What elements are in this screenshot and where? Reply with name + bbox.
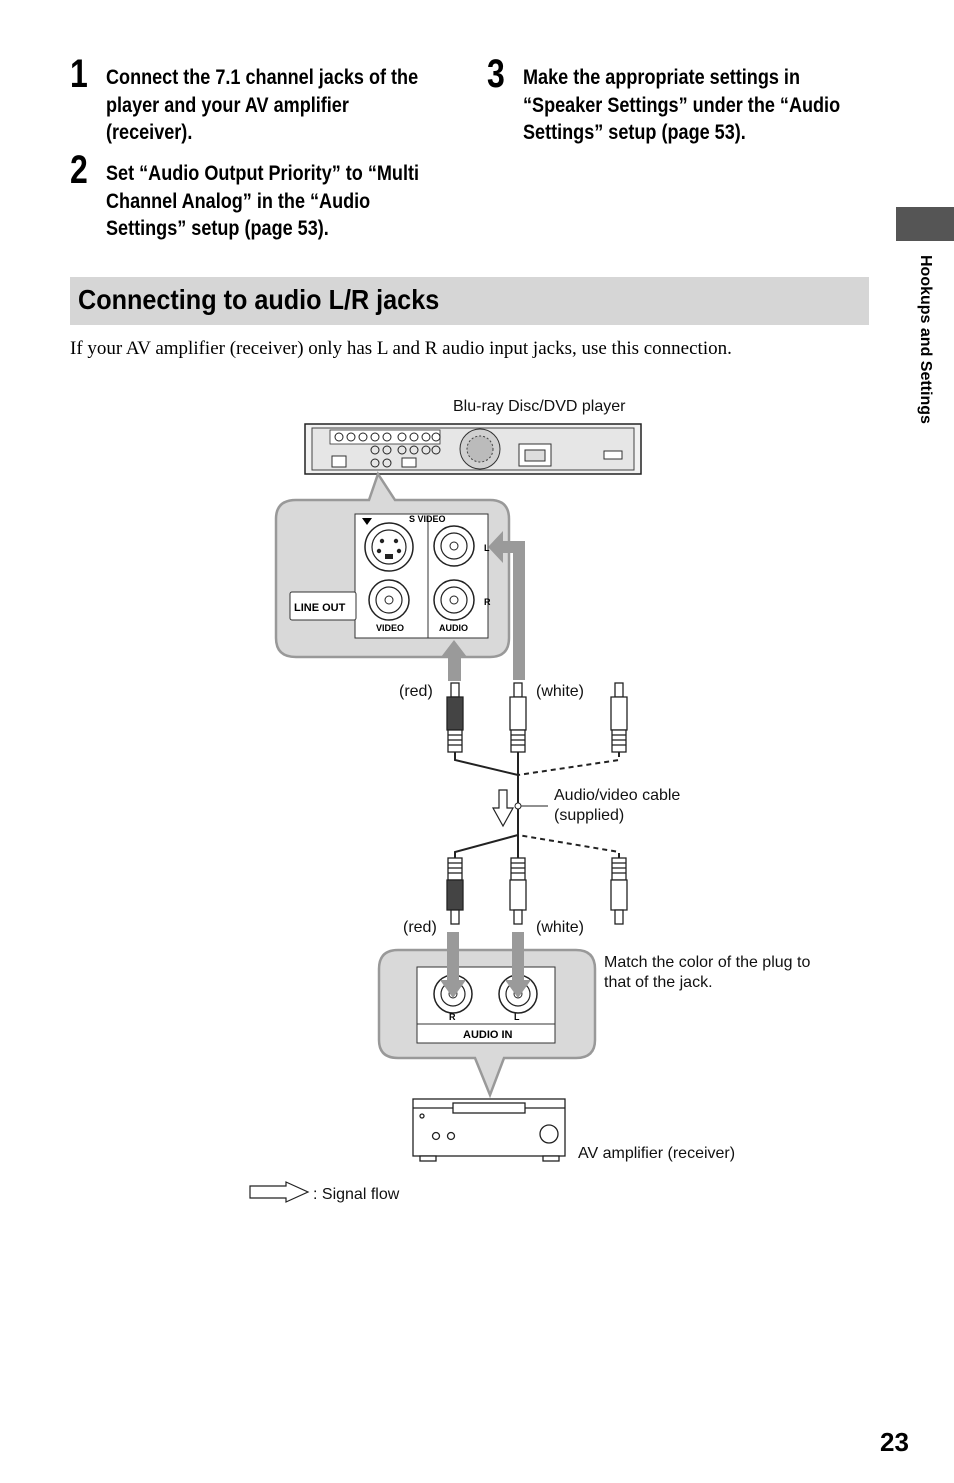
step-number: 2 (70, 148, 88, 192)
step-line: player and your AV amplifier (106, 93, 349, 117)
step-line: Settings” setup (page 53). (106, 217, 329, 240)
match-note-line1: Match the color of the plug to (604, 954, 810, 971)
signal-flow-label: : Signal flow (313, 1186, 400, 1203)
step-text: Set “Audio Output Priority” to “Multi Ch… (106, 160, 433, 243)
step-line: Set “Audio Output Priority” to “Multi (106, 162, 420, 185)
page-number: 23 (880, 1427, 909, 1457)
signal-flow-icon (249, 1181, 310, 1203)
red-label-bottom: (red) (403, 919, 437, 936)
amp-label: AV amplifier (receiver) (578, 1145, 735, 1162)
step-line: Channel Analog” in the “Audio (106, 189, 371, 213)
line-out-label: LINE OUT (294, 602, 346, 614)
step-line: Make the appropriate settings in (523, 66, 800, 89)
jack-r-label: R (484, 597, 491, 607)
step-text: Make the appropriate settings in “Speake… (523, 64, 850, 147)
side-tab-marker (896, 207, 954, 241)
step-line: “Speaker Settings” under the “Audio (523, 93, 841, 117)
video-label: VIDEO (376, 623, 404, 633)
step-line: (receiver). (106, 121, 193, 144)
player-label: Blu-ray Disc/DVD player (453, 398, 626, 415)
av-cable (454, 752, 620, 858)
step-number: 3 (487, 52, 505, 96)
step-line: Connect the 7.1 channel jacks of the (106, 66, 419, 89)
audio-in-label: AUDIO IN (463, 1029, 513, 1041)
player-rear-panel (304, 423, 642, 475)
line-out-callout: LINE OUT S VIDEO VIDEO AUDIO L R (274, 471, 511, 659)
direction-arrow-icon (491, 789, 515, 828)
step-text: Connect the 7.1 channel jacks of the pla… (106, 64, 433, 147)
signal-arrows-amp (440, 932, 531, 998)
step-line: Settings” setup (page 53). (523, 121, 746, 144)
audio-in-l-label: L (514, 1012, 520, 1022)
step-number: 1 (70, 52, 88, 96)
av-amplifier (412, 1098, 566, 1162)
cable-marker (514, 802, 522, 810)
audio-in-r-label: R (449, 1012, 456, 1022)
signal-arrows-player (441, 531, 525, 681)
cable-label-line1: Audio/video cable (554, 787, 680, 804)
section-title: Connecting to audio L/R jacks (78, 284, 440, 315)
red-label-top: (red) (399, 683, 433, 700)
white-label-top: (white) (536, 683, 584, 700)
audio-in-callout: R L AUDIO IN (377, 948, 597, 1099)
side-tab-label: Hookups and Settings (917, 255, 934, 424)
bottom-plugs (446, 857, 628, 925)
intro-text: If your AV amplifier (receiver) only has… (70, 338, 732, 359)
cable-label-line2: (supplied) (554, 807, 624, 824)
s-video-label: S VIDEO (409, 514, 446, 524)
audio-label: AUDIO (439, 623, 468, 633)
white-label-bottom: (white) (536, 919, 584, 936)
jack-l-label: L (484, 543, 490, 553)
match-note-line2: that of the jack. (604, 974, 713, 991)
section-header: Connecting to audio L/R jacks (70, 277, 869, 325)
